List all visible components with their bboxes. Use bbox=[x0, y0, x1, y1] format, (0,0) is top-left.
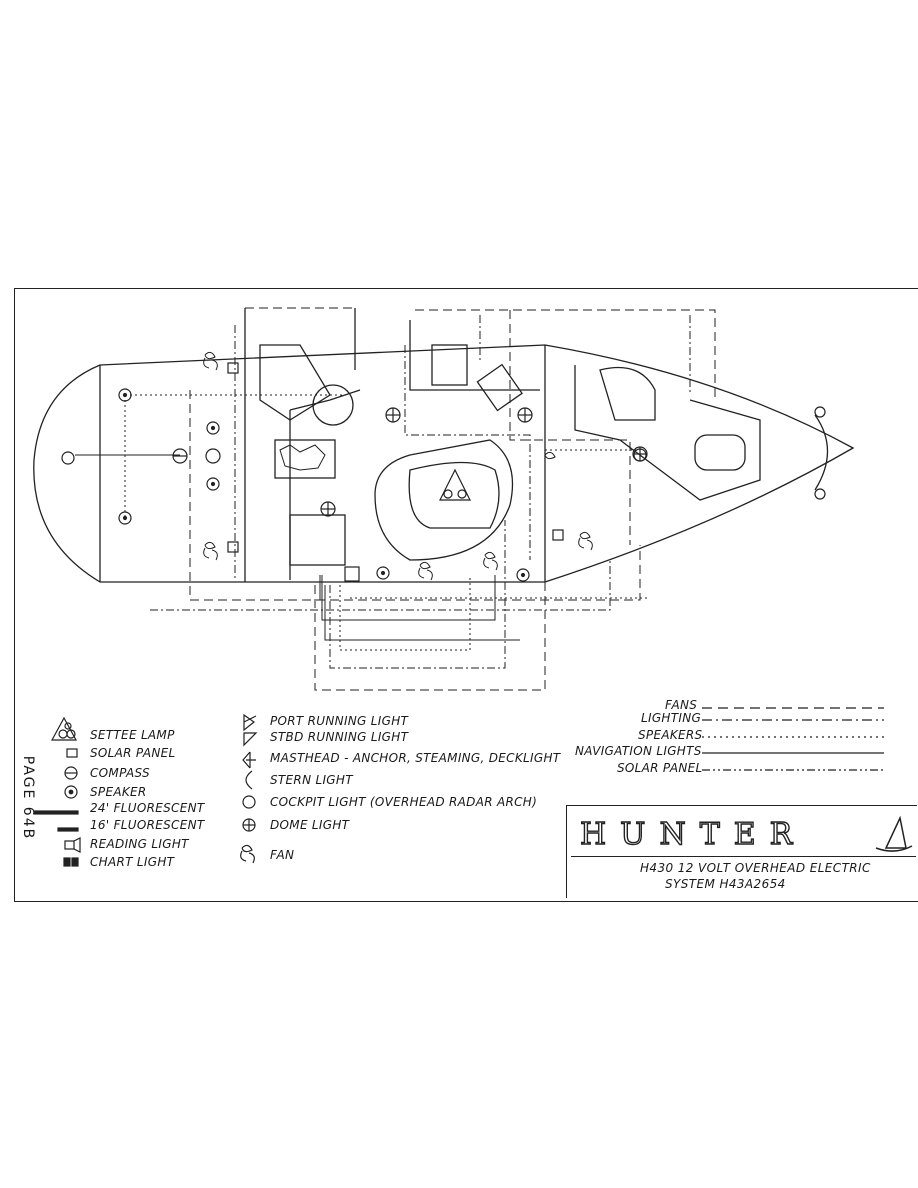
legend-label-dome: DOME LIGHT bbox=[270, 818, 350, 832]
chart-area bbox=[279, 444, 326, 471]
title-block bbox=[566, 805, 917, 898]
forward-cabin-walls bbox=[574, 365, 761, 501]
legend-fan-symbol bbox=[240, 844, 255, 864]
galley-wall bbox=[409, 320, 540, 391]
drawing-title-line2: SYSTEM H43A2654 bbox=[665, 877, 786, 891]
legend-stern-symbol bbox=[245, 770, 253, 790]
galley-sink bbox=[476, 363, 523, 412]
legend-label-solar-panel: SOLAR PANEL bbox=[90, 746, 176, 760]
legend-label-stbd-running: STBD RUNNING LIGHT bbox=[270, 730, 409, 744]
legend-label-24-fluorescent: 24' FLUORESCENT bbox=[90, 801, 205, 815]
legend-settee-lamp-symbol bbox=[50, 716, 78, 741]
legend-label-reading-light: READING LIGHT bbox=[90, 837, 189, 851]
vberth-sink bbox=[694, 434, 746, 471]
legend-solar-panel-symbol bbox=[66, 748, 78, 758]
line-key-label-solar: SOLAR PANEL bbox=[617, 761, 703, 775]
legend-label-settee-lamp: SETTEE LAMP bbox=[90, 728, 175, 742]
legend-masthead-symbol bbox=[242, 751, 256, 769]
fan-aft-port bbox=[203, 351, 218, 371]
aft-cabin-walls bbox=[244, 308, 356, 582]
legend-label-fan: FAN bbox=[270, 848, 295, 862]
legend-speaker-symbol bbox=[64, 785, 78, 799]
legend-label-16-fluorescent: 16' FLUORESCENT bbox=[90, 818, 205, 832]
legend-chart-light-symbol bbox=[63, 857, 71, 867]
legend-cockpit-symbol bbox=[242, 795, 256, 809]
line-key-label-navigation: NAVIGATION LIGHTS bbox=[575, 744, 702, 758]
stern-light-plan bbox=[61, 451, 75, 465]
reading-light-aft-port bbox=[227, 362, 239, 374]
line-key-label-speakers: SPEAKERS bbox=[638, 728, 703, 742]
legend-label-stern: STERN LIGHT bbox=[270, 773, 353, 787]
legend-16-fluorescent-symbol bbox=[57, 827, 79, 832]
hull-outline bbox=[33, 344, 855, 583]
electric-panel bbox=[289, 514, 346, 566]
chart-light-plan bbox=[344, 566, 360, 582]
drawing-sheet-border bbox=[14, 288, 918, 902]
legend-label-speaker: SPEAKER bbox=[90, 785, 147, 799]
line-key-label-lighting: LIGHTING bbox=[641, 711, 702, 725]
brand-logo: HUNTER bbox=[579, 816, 807, 852]
speaker-aft-port bbox=[118, 388, 132, 402]
legend-reading-light-symbol bbox=[64, 840, 75, 850]
legend-label-compass: COMPASS bbox=[90, 766, 150, 780]
head-compartment bbox=[259, 344, 331, 421]
legend-port-running-symbol bbox=[243, 713, 257, 732]
salon-table bbox=[374, 439, 514, 561]
hunter-sail-logo bbox=[875, 815, 913, 852]
legend-24-fluorescent-symbol bbox=[33, 810, 79, 815]
legend-label-masthead: MASTHEAD - ANCHOR, STEAMING, DECKLIGHT bbox=[270, 751, 561, 765]
drawing-title-line1: H430 12 VOLT OVERHEAD ELECTRIC bbox=[640, 861, 871, 875]
dinette bbox=[408, 461, 500, 529]
legend-label-cockpit: COCKPIT LIGHT (OVERHEAD RADAR ARCH) bbox=[270, 795, 538, 809]
line-key-label-fans: FANS bbox=[665, 698, 698, 712]
settee-lamp-plan bbox=[439, 468, 471, 501]
legend-stbd-running-symbol bbox=[243, 732, 258, 747]
legend-label-port-running: PORT RUNNING LIGHT bbox=[270, 714, 409, 728]
bow-pulpit bbox=[814, 414, 829, 491]
title-divider bbox=[571, 856, 916, 857]
salon-wall bbox=[289, 389, 361, 580]
nav-station bbox=[274, 439, 336, 479]
galley-stove bbox=[431, 344, 468, 386]
head-toilet bbox=[312, 384, 354, 426]
legend-label-chart-light: CHART LIGHT bbox=[90, 855, 175, 869]
speaker-aft-stbd bbox=[118, 511, 132, 525]
forward-head bbox=[599, 366, 656, 421]
dome-light-aft bbox=[205, 448, 221, 464]
